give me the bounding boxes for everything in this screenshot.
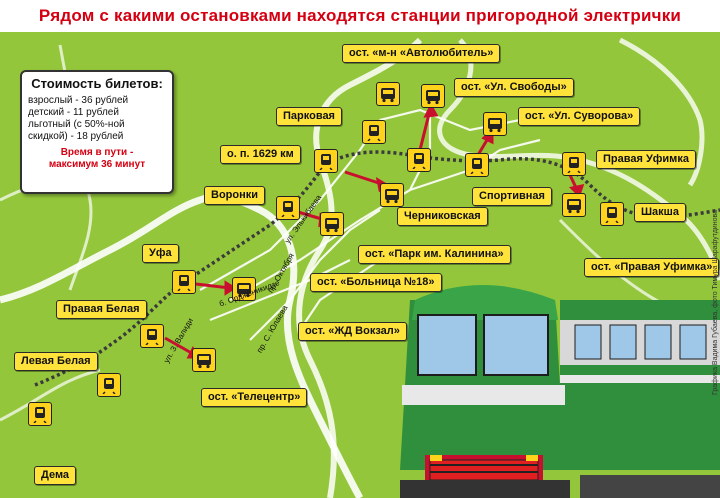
label-stop-suvorova: ост. «Ул. Суворова»	[518, 107, 641, 126]
label-sportivnaya: Спортивная	[472, 187, 552, 206]
river-belaya	[0, 193, 364, 498]
label-chernikovskaya: Черниковская	[397, 207, 488, 226]
label-levaya-belaya: Левая Белая	[14, 352, 98, 371]
price-item-child: детский - 11 рублей	[28, 107, 119, 118]
ticket-price-box: Стоимость билетов: взрослый - 36 рублей …	[20, 70, 174, 194]
price-item-adult: взрослый - 36 рублей	[28, 95, 129, 106]
label-pravaya-ufimka: Правая Уфимка	[596, 150, 696, 169]
bus-icon-telecentr	[192, 348, 216, 372]
train-icon-chernikovskaya	[407, 148, 431, 172]
label-stop-zhd-vokzal: ост. «ЖД Вокзал»	[298, 322, 407, 341]
train-icon-dema	[28, 402, 52, 426]
label-shakhsha: Шакша	[634, 203, 686, 222]
label-op-1629: о. п. 1629 км	[220, 145, 301, 164]
train-illustration	[400, 285, 720, 498]
label-parkovaya: Парковая	[276, 107, 342, 126]
train-icon-parkovaya	[362, 120, 386, 144]
bus-icon-park-kalinina	[380, 183, 404, 207]
page-title: Рядом с какими остановками находятся ста…	[0, 0, 720, 32]
label-stop-svobody: ост. «Ул. Свободы»	[454, 78, 574, 97]
photo-credit: Графика Вадима Губаева, фото Тимура Шара…	[712, 210, 719, 395]
label-stop-park-kalinina: ост. «Парк им. Калинина»	[358, 245, 511, 264]
train-icon-pravaya-ufimka	[562, 152, 586, 176]
train-icon-ufa	[172, 270, 196, 294]
train-icon-levaya-belaya	[97, 373, 121, 397]
label-pravaya-belaya: Правая Белая	[56, 300, 147, 319]
bus-icon-avtolyubitel	[376, 82, 400, 106]
train-icon-sportivnaya	[465, 153, 489, 177]
travel-time-line1: Время в пути -	[60, 147, 134, 158]
travel-time-line2: максимум 36 минут	[48, 159, 146, 170]
bus-icon-zhd-vokzal	[232, 277, 256, 301]
river-south	[0, 368, 101, 422]
label-ufa: Уфа	[142, 244, 179, 263]
label-stop-telecentr: ост. «Телецентр»	[201, 388, 308, 407]
price-list: взрослый - 36 рублей детский - 11 рублей…	[28, 95, 172, 143]
bus-icon-bolnitsa	[320, 212, 344, 236]
bus-icon-svobody	[421, 84, 445, 108]
price-item-reduced-cont: скидкой) - 18 рублей	[28, 131, 124, 142]
train-icon-pravaya-belaya	[140, 324, 164, 348]
label-stop-pravaya-ufimka: ост. «Правая Уфимка»	[584, 258, 720, 277]
label-stop-avtolyubitel: ост. «м-н «Автолюбитель»	[342, 44, 501, 63]
train-icon-shakhsha	[600, 202, 624, 226]
label-stop-bolnitsa: ост. «Больница №18»	[310, 273, 442, 292]
price-heading: Стоимость билетов:	[31, 76, 163, 91]
train-icon-voronki	[276, 196, 300, 220]
train-icon-op-1629	[314, 149, 338, 173]
river-loop	[618, 37, 705, 187]
bus-icon-suvorova	[483, 112, 507, 136]
bus-icon-pravaya-ufimka	[562, 193, 586, 217]
price-item-reduced: льготный (с 50%-ной	[28, 119, 125, 130]
label-dema: Дема	[34, 466, 77, 485]
label-voronki: Воронки	[204, 186, 266, 205]
